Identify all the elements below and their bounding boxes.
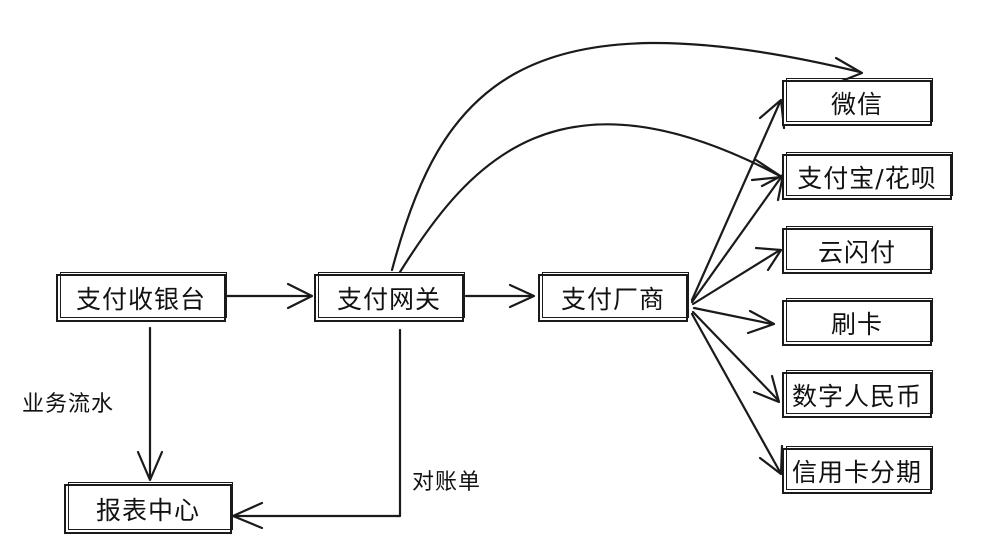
- channel-wechat: 微信: [782, 78, 933, 126]
- edge-label-business-flow: 业务流水: [22, 392, 115, 417]
- channel-ecny: 数字人民币: [782, 370, 933, 418]
- arrow-gateway-to-wechat: [390, 41, 862, 272]
- arrowhead-vendor-to-unionpay: [754, 246, 783, 272]
- arrow-vendor-to-wechat: [690, 100, 782, 302]
- arrowhead-vendor-to-ecny: [752, 374, 781, 404]
- node-cashier: 支付收银台: [56, 272, 227, 322]
- arrowhead-vendor-to-wechat: [758, 98, 786, 130]
- arrow-vendor-to-card: [692, 306, 774, 326]
- node-cashier-label: 支付收银台: [75, 285, 206, 314]
- node-vendor-label: 支付厂商: [560, 285, 665, 314]
- node-report-label: 报表中心: [95, 496, 200, 525]
- arrowhead-gateway-to-report: [231, 501, 264, 530]
- channel-card: 刷卡: [782, 298, 933, 346]
- arrowhead-vendor-to-card: [746, 309, 776, 335]
- channel-wechat-label: 微信: [830, 90, 883, 119]
- node-gateway-label: 支付网关: [336, 285, 441, 314]
- channel-ecny-label: 数字人民币: [791, 382, 922, 411]
- arrow-gateway-to-alipay: [398, 123, 782, 274]
- channel-installment: 信用卡分期: [782, 446, 933, 494]
- channel-card-label: 刷卡: [830, 310, 883, 339]
- arrow-gateway-to-report: [233, 328, 402, 518]
- node-gateway: 支付网关: [314, 272, 465, 322]
- channel-installment-label: 信用卡分期: [791, 458, 922, 487]
- channel-alipay: 支付宝/花呗: [782, 152, 953, 200]
- arrow-vendor-to-ecny: [691, 310, 780, 402]
- arrow-vendor-to-alipay: [690, 174, 784, 304]
- arrowhead-cashier-to-gateway: [286, 282, 314, 310]
- channel-alipay-label: 支付宝/花呗: [797, 164, 937, 193]
- channel-unionpay: 云闪付: [782, 226, 933, 274]
- arrowhead-vendor-to-installment: [758, 444, 784, 476]
- arrow-vendor-to-installment: [690, 312, 782, 474]
- arrow-vendor-to-unionpay: [691, 248, 782, 306]
- arrowhead-gateway-to-vendor: [508, 283, 536, 309]
- node-report: 报表中心: [64, 482, 233, 534]
- node-vendor: 支付厂商: [538, 272, 689, 322]
- channel-unionpay-label: 云闪付: [817, 238, 896, 267]
- arrowhead-cashier-to-report: [136, 450, 164, 482]
- edge-label-statement: 对账单: [412, 470, 482, 495]
